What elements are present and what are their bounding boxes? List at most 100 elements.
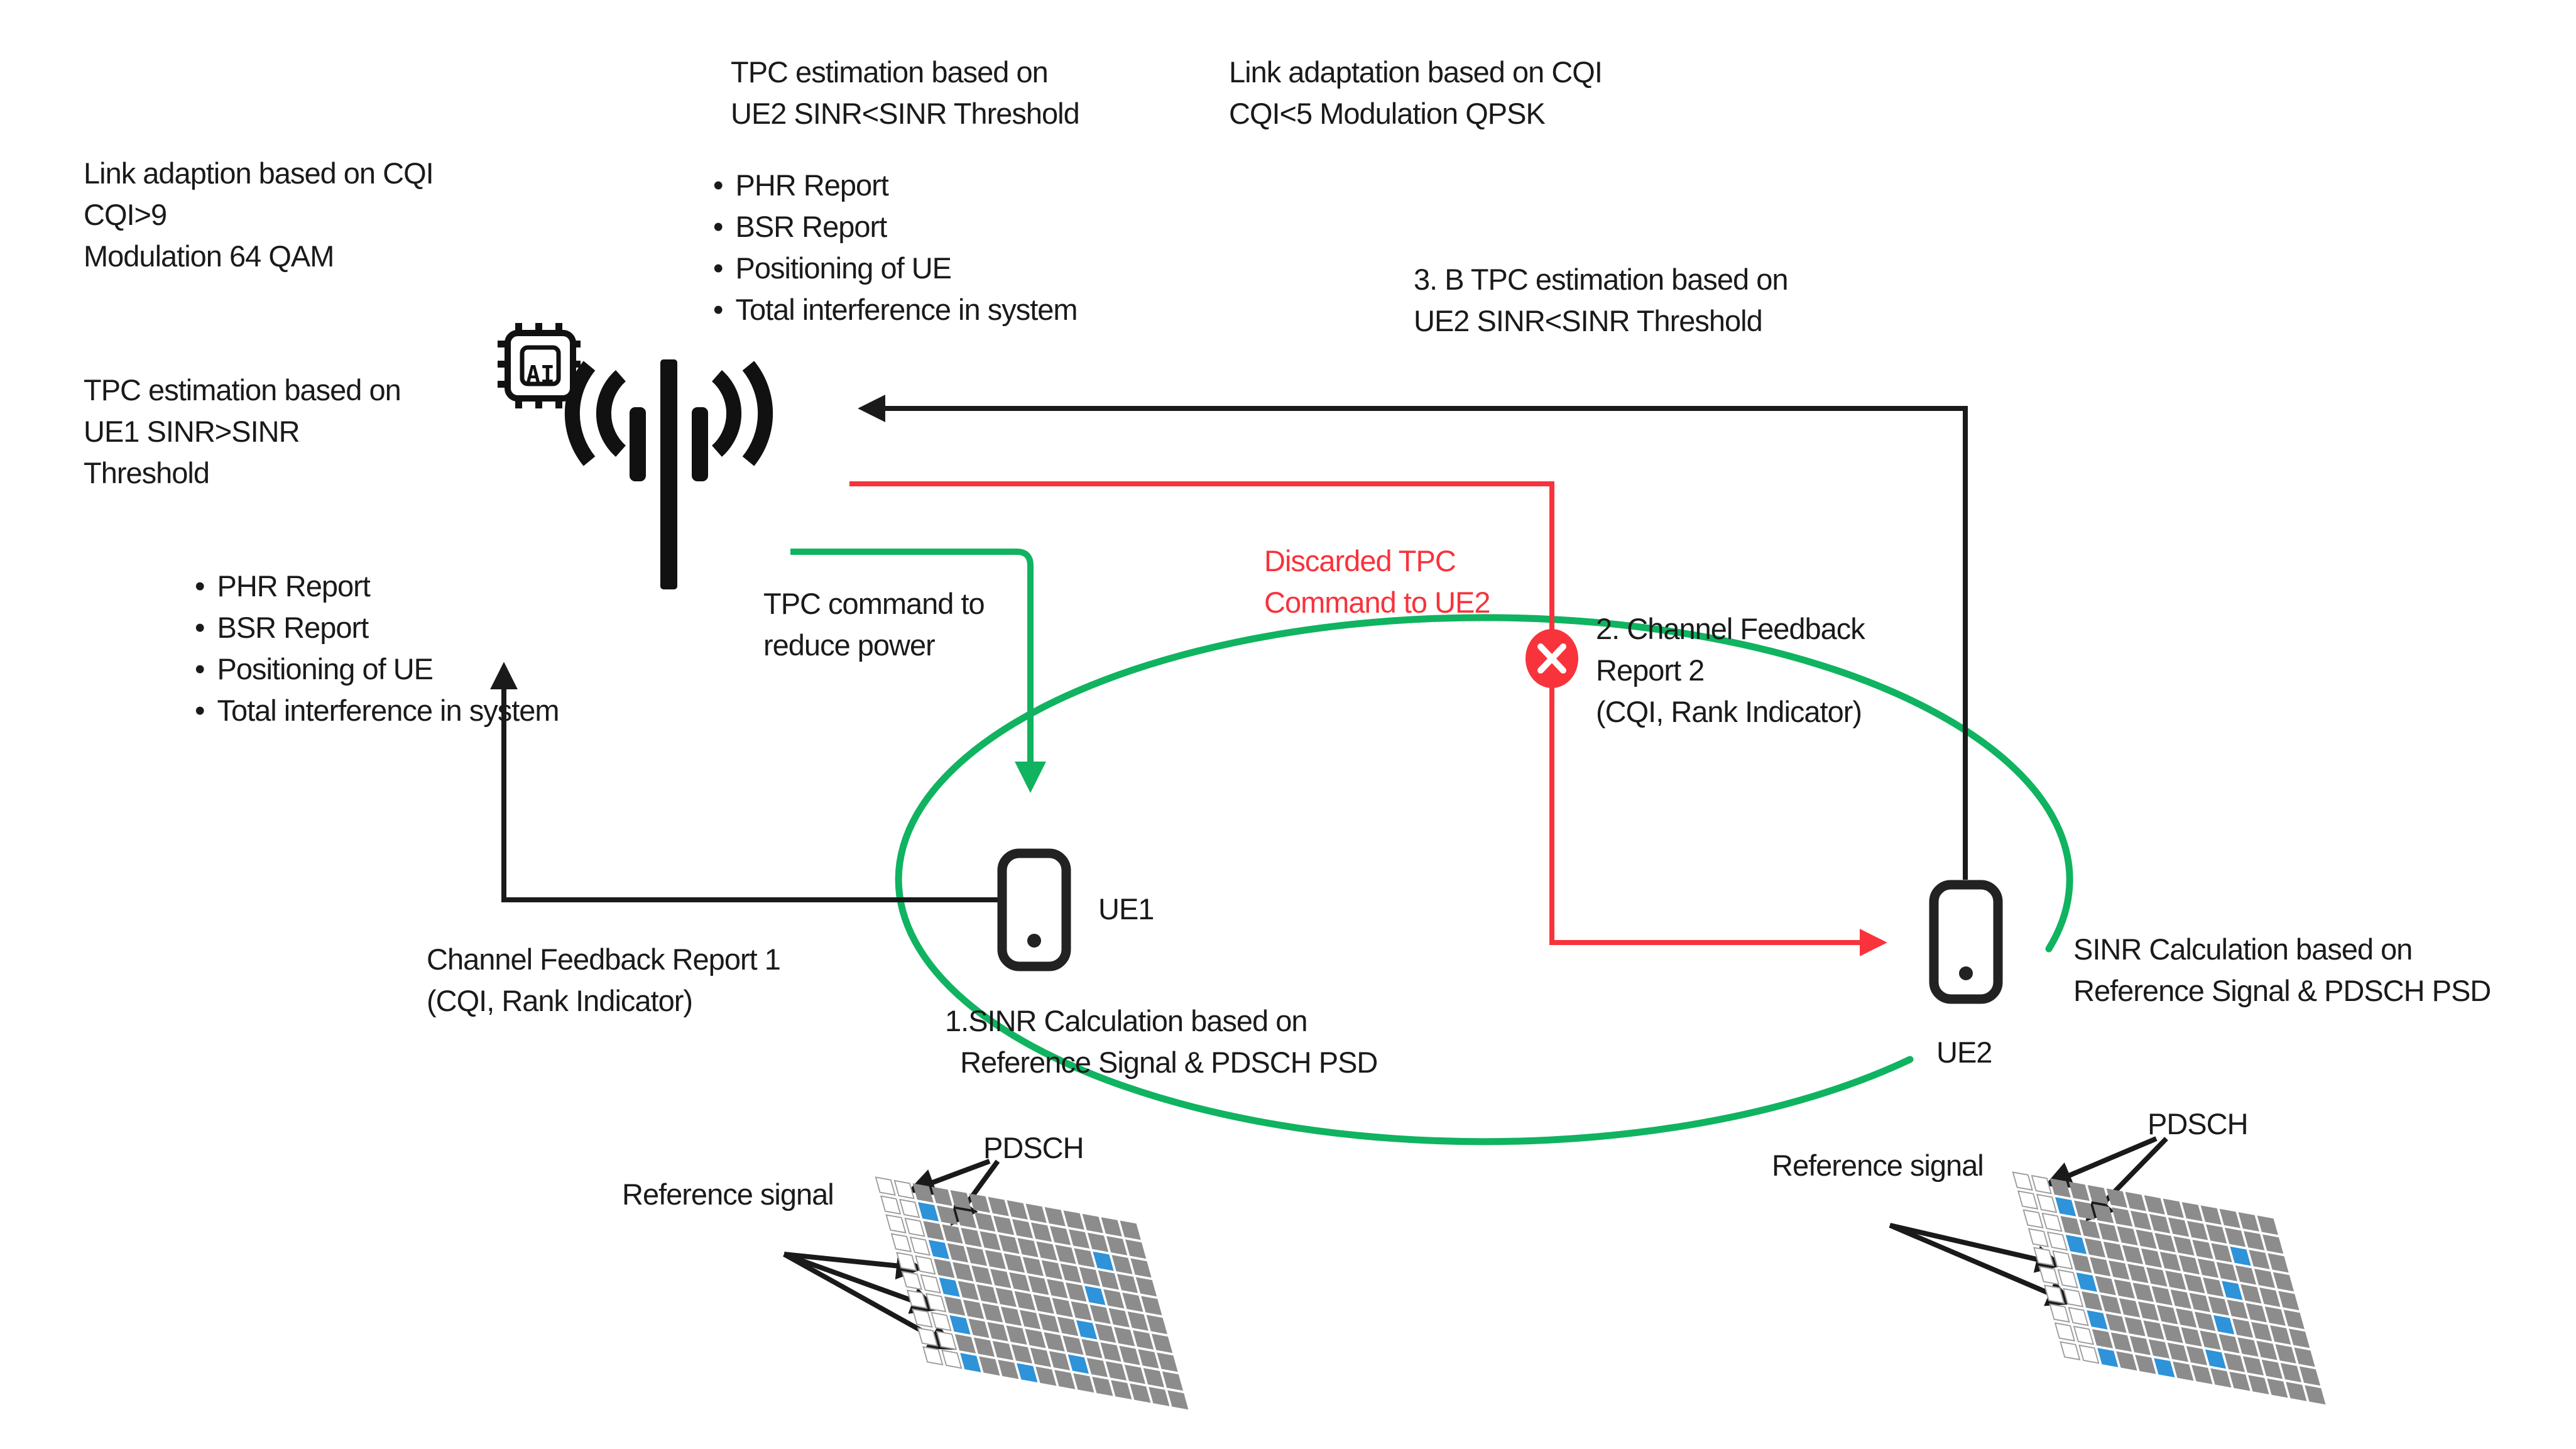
text-line: Threshold [84,456,210,489]
resource-element-cell [1089,1304,1111,1325]
resource-element-cell [2181,1201,2203,1222]
resource-element-cell [981,1303,1003,1323]
resource-element-cell [2049,1303,2070,1323]
text-line: Positioning of UE [195,648,559,690]
resource-element-cell [976,1284,998,1304]
resource-element-cell [1100,1342,1122,1362]
resource-element-cell [1036,1241,1057,1261]
resource-element-cell [2028,1228,2049,1248]
resource-element-cell [2092,1203,2114,1223]
resource-element-cell [2017,1190,2039,1210]
text-line: reduce power [763,628,936,662]
resource-element-cell [904,1217,925,1237]
label-pdsch-left: PDSCH [983,1131,1084,1164]
resource-element-cell [985,1250,1007,1270]
resource-element-cell [1068,1229,1090,1249]
resource-element-cell [2122,1245,2144,1265]
ai-chip-icon: AI [498,323,581,408]
resource-element-cell [1105,1361,1127,1381]
resource-element-cell [1012,1219,1034,1238]
resource-element-cell [952,1262,974,1282]
resource-element-cell [2286,1382,2307,1401]
resource-element-cell [2054,1322,2076,1342]
resource-element-cell [1044,1332,1065,1352]
resource-element-cell [2269,1325,2291,1345]
resource-element-cell [2154,1358,2175,1378]
resource-element-cell [1038,1313,1060,1333]
resource-element-cell [2033,1247,2055,1267]
text-line: PHR Report [713,165,1078,206]
resource-element-cell [1044,1206,1066,1227]
text-line: 2. Channel Feedback [1596,612,1865,645]
resource-element-cell [920,1274,941,1294]
resource-element-cell [949,1315,971,1335]
resource-element-cell [928,1240,950,1259]
resource-element-cell [1067,1354,1089,1374]
resource-element-cell [2243,1231,2265,1250]
text-line: CQI<5 Modulation QPSK [1229,97,1546,130]
text-line: Discarded TPC [1264,544,1456,577]
text-line: BSR Report [713,206,1078,248]
resource-element-cell [988,1196,1009,1217]
resource-element-cell [2100,1294,2122,1315]
resource-element-cell [2079,1219,2100,1239]
resource-element-cell [893,1179,915,1200]
resource-element-cell [2192,1239,2213,1259]
resource-element-cell [922,1346,944,1366]
resource-element-cell [2097,1348,2119,1367]
resource-element-cell [971,1265,993,1285]
resource-element-cell [2237,1337,2259,1357]
resource-element-cell [2060,1341,2081,1361]
resource-element-cell [2248,1375,2269,1395]
text-line: Channel Feedback Report 1 [427,943,781,976]
resource-element-cell [2052,1250,2073,1270]
resource-element-cell [1092,1376,1113,1396]
resource-element-cell [1108,1308,1130,1328]
resource-element-cell [2151,1286,2173,1306]
resource-element-cell [917,1202,939,1222]
resource-element-cell [1094,1323,1116,1343]
text-line: Total interference in system [195,690,559,731]
resource-element-cell [2256,1340,2278,1360]
resource-element-cell [2012,1171,2033,1191]
resource-element-cell [906,1289,928,1310]
resource-element-cell [1007,1200,1028,1220]
resource-element-cell [2203,1277,2224,1297]
resource-element-cell [1111,1380,1132,1400]
resource-element-cell [2259,1288,2281,1307]
resource-element-cell [2280,1363,2302,1382]
resource-element-cell [2129,1335,2151,1355]
resource-element-cell [941,1349,963,1369]
resource-element-cell [1049,1225,1071,1245]
text-line: UE2 SINR<SINR Threshold [1414,304,1763,337]
resource-element-cell [2191,1365,2213,1384]
resource-element-cell [885,1214,907,1234]
resource-element-cell [2036,1193,2058,1213]
resource-element-cell [2111,1207,2133,1227]
resource-element-cell [925,1293,947,1313]
coverage-ellipse [895,614,2073,1146]
resource-element-cell [2173,1236,2195,1256]
label-pdsch-right: PDSCH [2148,1107,2249,1140]
resource-element-cell [2242,1356,2264,1376]
resource-element-cell [2090,1257,2111,1277]
resource-element-cell [998,1359,1019,1379]
resource-element-cell [1119,1345,1140,1365]
resource-element-cell [2148,1339,2170,1359]
resource-element-cell [1049,1351,1071,1370]
resource-element-cell [1116,1274,1138,1293]
resource-element-cell [961,1227,982,1247]
resource-element-cell [915,1255,936,1275]
resource-element-cell [2173,1361,2194,1381]
resource-element-cell [980,1231,1001,1251]
resource-element-cell [1006,1325,1027,1345]
resource-element-cell [955,1208,977,1228]
resource-element-cell [2229,1371,2251,1391]
resource-element-cell [2124,1316,2146,1337]
resource-element-cell [2168,1217,2190,1237]
text-line: SINR Calculation based on [2073,932,2413,966]
resource-element-cell [987,1321,1008,1342]
